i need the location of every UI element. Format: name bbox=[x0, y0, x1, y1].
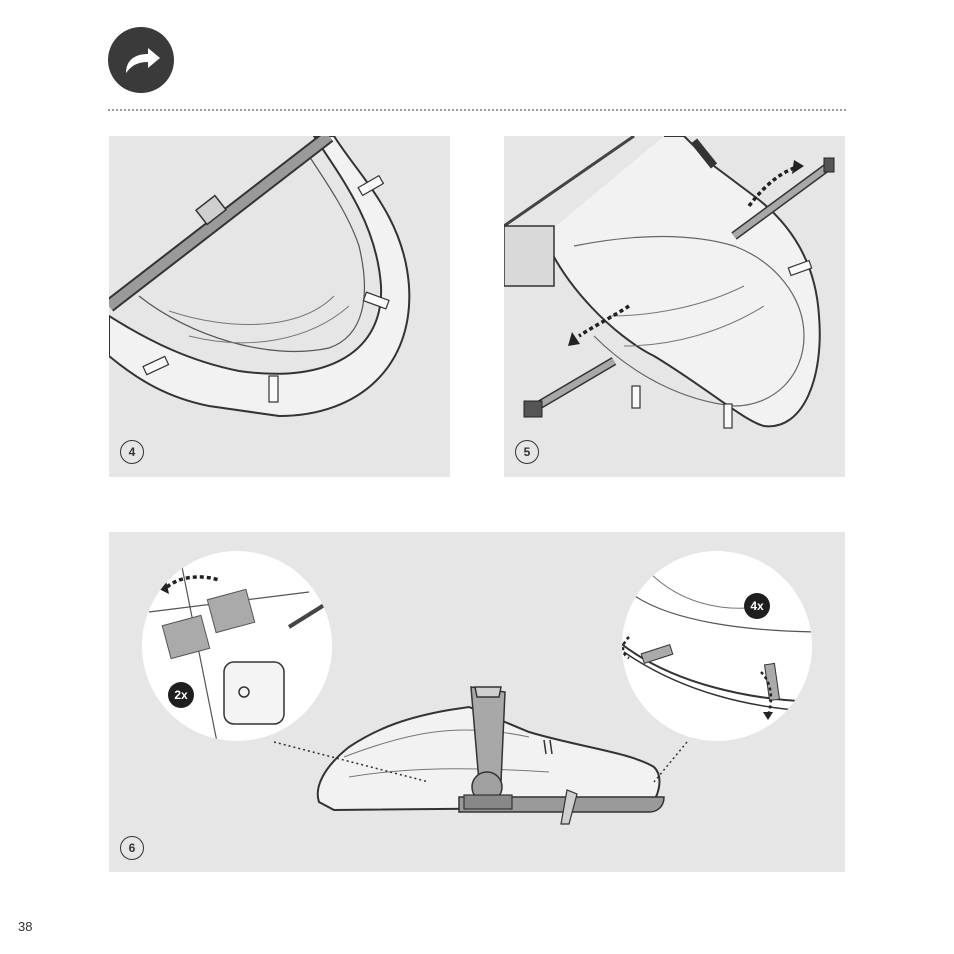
step-5-illustration: 5 bbox=[504, 136, 845, 477]
right-detail-magnifier bbox=[109, 532, 845, 872]
bassinet-strap-removal-drawing bbox=[504, 136, 845, 477]
step-number-4: 4 bbox=[120, 440, 144, 464]
quantity-badge-2x: 2x bbox=[168, 682, 194, 708]
header-divider bbox=[108, 109, 846, 111]
bassinet-top-view-drawing bbox=[109, 136, 450, 477]
step-number-6: 6 bbox=[120, 836, 144, 860]
step-6-illustration: 2x 4x 6 bbox=[109, 532, 845, 872]
step-number-5: 5 bbox=[515, 440, 539, 464]
curved-arrow-right-icon bbox=[108, 27, 174, 93]
page-number: 38 bbox=[18, 919, 32, 934]
quantity-badge-4x: 4x bbox=[744, 593, 770, 619]
next-step-arrow-icon bbox=[108, 27, 174, 93]
step-4-illustration: 4 bbox=[109, 136, 450, 477]
